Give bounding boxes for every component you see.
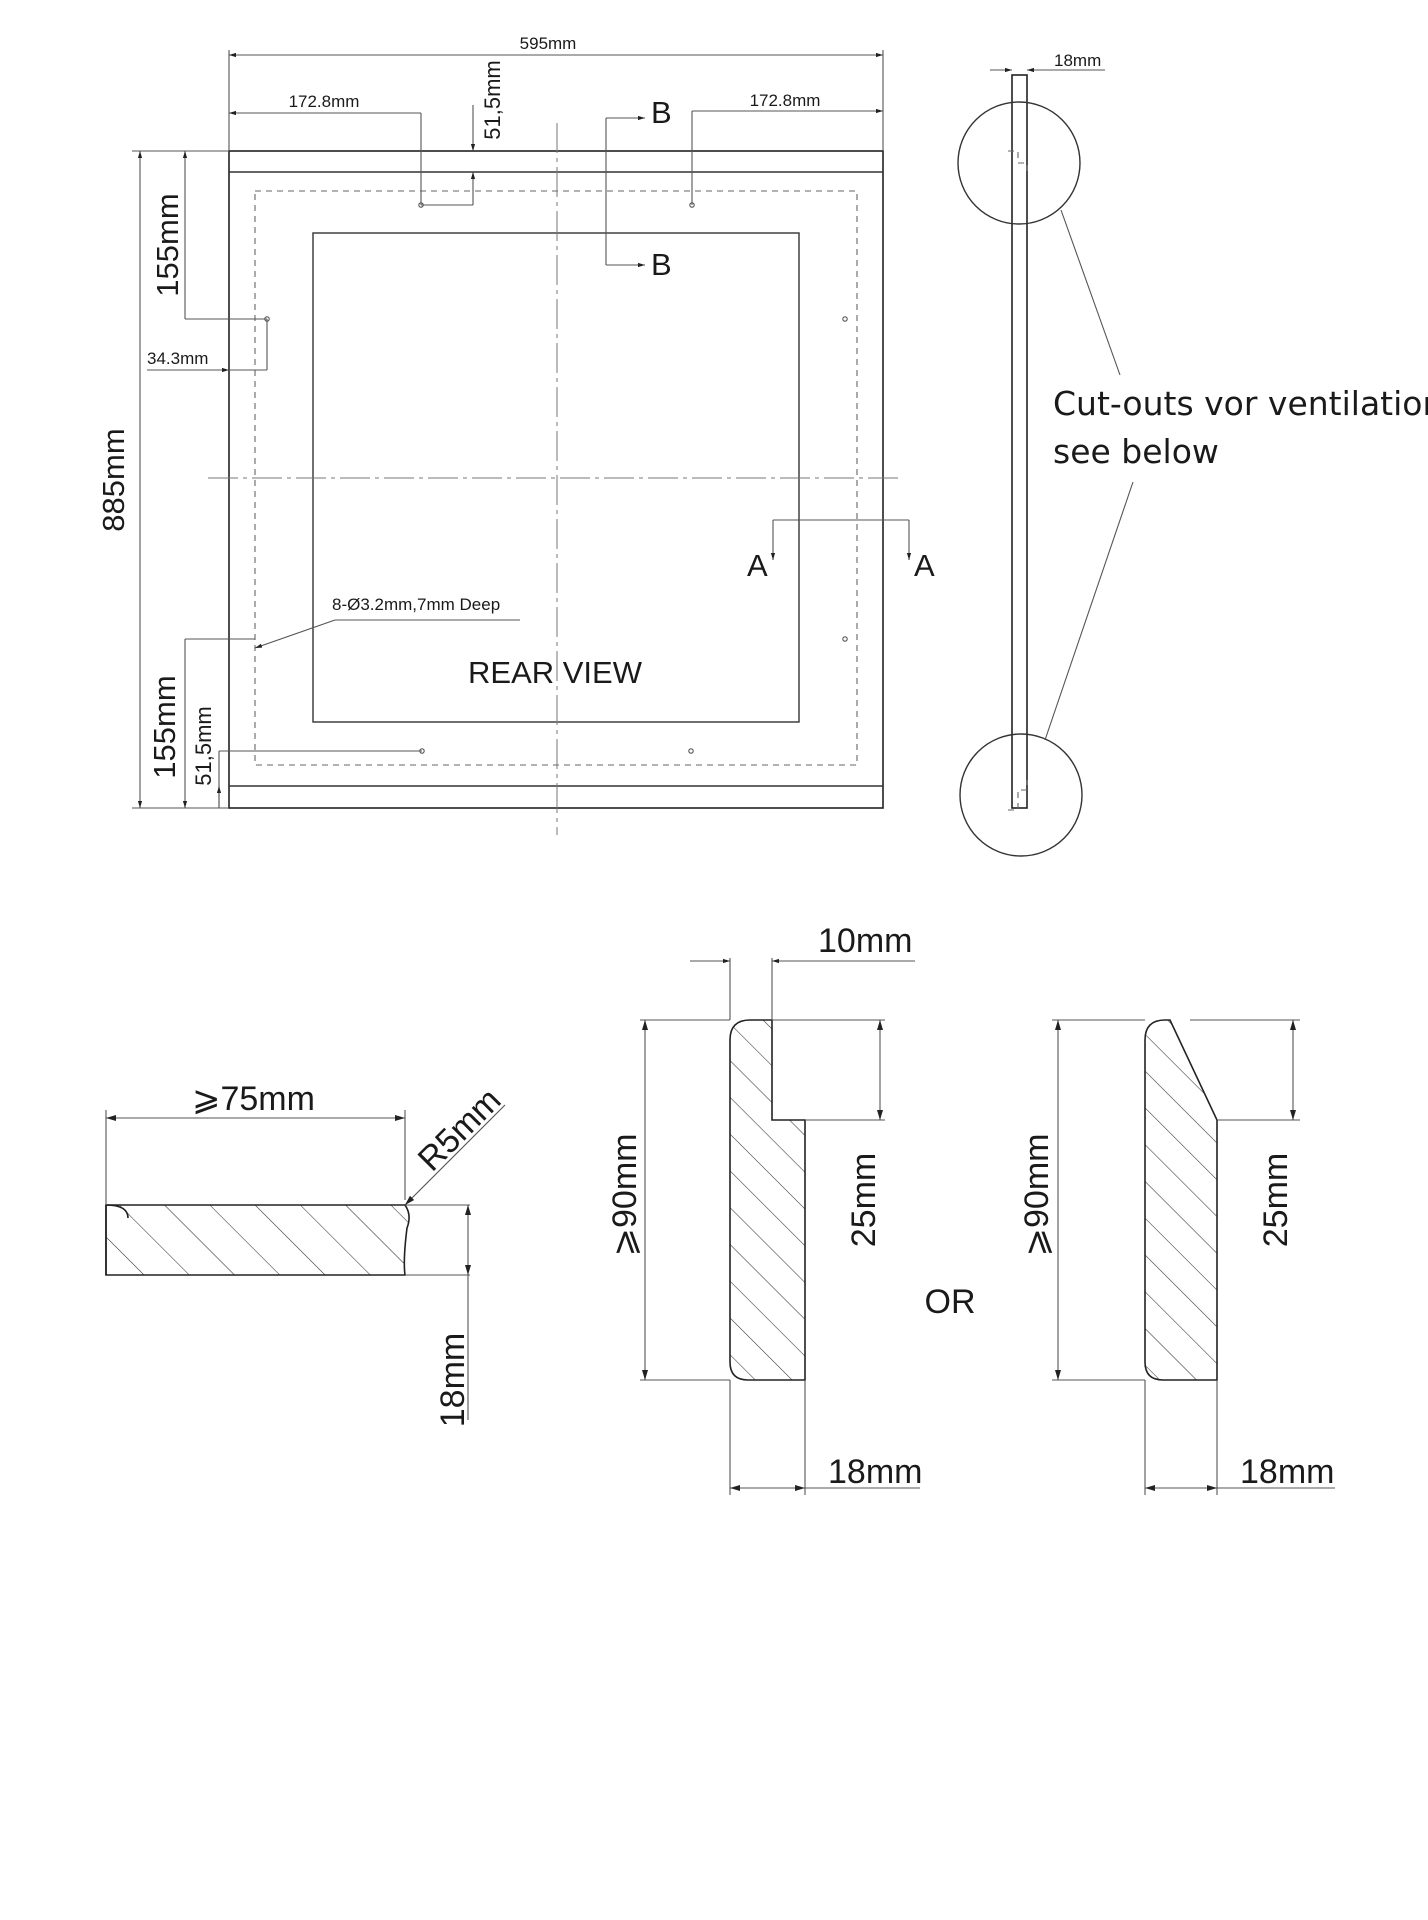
profile-chamfer: ⩾90mm 25mm 18mm	[1018, 1019, 1335, 1495]
section-a-left: A	[747, 548, 768, 583]
right-offset-dimension: 172.8mm	[750, 91, 821, 110]
horizontal-profile-section	[105, 1204, 410, 1276]
section-a-right: A	[914, 548, 935, 583]
section-b-top: B	[651, 95, 672, 130]
side-hole-dimension: 34.3mm	[147, 349, 208, 368]
section-b-bottom: B	[651, 247, 672, 282]
stepped-height-dimension: ⩾90mm	[606, 1134, 644, 1257]
or-separator: OR	[925, 1283, 976, 1321]
width-dimension: 595mm	[520, 34, 577, 53]
panel-outline	[228, 150, 884, 809]
ventilation-note-line1: Cut-outs vor ventilation,	[1053, 384, 1428, 423]
ventilation-note-line2: see below	[1053, 432, 1219, 471]
chamfer-thickness-dimension: 18mm	[1240, 1453, 1334, 1491]
profile-horizontal: ⩾75mm R5mm 18mm	[105, 1080, 509, 1427]
lower-hole-dimension: 155mm	[147, 675, 182, 778]
stepped-profile-section	[729, 1019, 806, 1381]
step-dimension: 10mm	[818, 922, 912, 960]
profile-stepped: 10mm ⩾90mm 25mm 18mm	[606, 922, 922, 1495]
mounting-border	[254, 190, 858, 766]
side-panel	[1011, 74, 1028, 809]
rear-view: 595mm 172.8mm 51,5mm 172.8mm B B 885mm 1…	[96, 34, 935, 835]
upper-hole-dimension: 155mm	[150, 193, 185, 296]
rear-view-title: REAR VIEW	[468, 655, 643, 690]
holes-note: 8-Ø3.2mm,7mm Deep	[332, 595, 500, 614]
stepped-cut-dimension: 25mm	[845, 1153, 883, 1247]
height-dimension: 885mm	[96, 428, 131, 531]
detail-circle-bottom	[959, 733, 1083, 857]
detail-circle-top	[957, 101, 1081, 225]
screw-holes	[264, 202, 848, 754]
bottom-edge-dimension: 51,5mm	[191, 706, 216, 785]
side-view: 18mm Cut-outs vor ventilation, see below	[957, 51, 1428, 857]
chamfer-profile-section	[1144, 1019, 1218, 1381]
top-edge-dimension: 51,5mm	[480, 60, 505, 139]
stepped-thickness-dimension: 18mm	[828, 1453, 922, 1491]
radius-dimension: R5mm	[411, 1081, 509, 1179]
chamfer-cut-dimension: 25mm	[1257, 1153, 1295, 1247]
chamfer-height-dimension: ⩾90mm	[1018, 1134, 1056, 1257]
side-thickness-dimension: 18mm	[1054, 51, 1101, 70]
profile-width-dimension: ⩾75mm	[192, 1080, 315, 1118]
profile-thickness-dimension: 18mm	[434, 1333, 472, 1427]
left-offset-dimension: 172.8mm	[289, 92, 360, 111]
